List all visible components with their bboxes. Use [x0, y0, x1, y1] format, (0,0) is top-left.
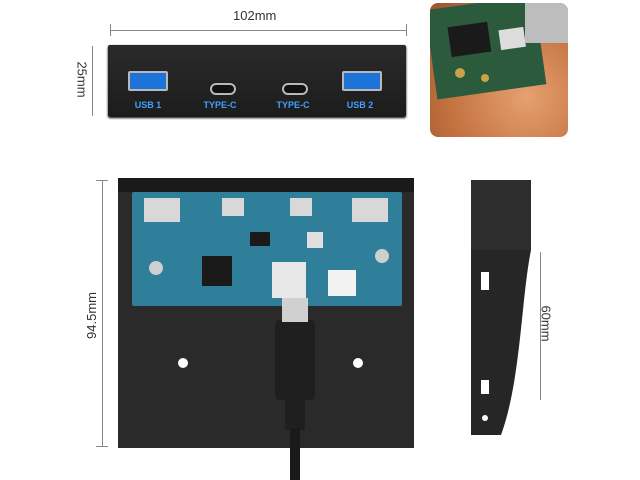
- side-view-panel: [471, 180, 531, 435]
- height-dimension-line: [92, 46, 93, 116]
- port-label-4: USB 2: [346, 100, 374, 110]
- port-label-2: TYPE-C: [203, 100, 237, 110]
- usb-c-port-2: [282, 83, 308, 95]
- port-label-1: USB 1: [134, 100, 162, 110]
- side-view-drawing: [471, 180, 531, 435]
- usb-a-port-1: [128, 71, 168, 91]
- installed-photo: [430, 3, 568, 137]
- pcb-drawing: [144, 198, 389, 298]
- installed-photo-drawing: [430, 3, 568, 100]
- width-dimension-label: 102mm: [233, 8, 277, 23]
- usb-a-port-2: [342, 71, 382, 91]
- width-dimension-tick-right: [406, 24, 407, 36]
- width-dimension-tick-left: [110, 24, 111, 36]
- pcb-board: [132, 192, 402, 306]
- side-dimension-label: 60mm: [538, 305, 554, 342]
- front-panel: USB 1 TYPE-C TYPE-C USB 2: [108, 45, 406, 117]
- depth-dimension-tick-bottom: [96, 446, 108, 447]
- depth-dimension-line: [102, 180, 103, 446]
- port-label-3: TYPE-C: [276, 100, 310, 110]
- side-dimension-line: [540, 252, 541, 400]
- width-dimension-line: [110, 30, 406, 31]
- bracket-drawing: [118, 178, 414, 368]
- depth-dimension-tick-top: [96, 180, 108, 181]
- usb-c-port-1: [210, 83, 236, 95]
